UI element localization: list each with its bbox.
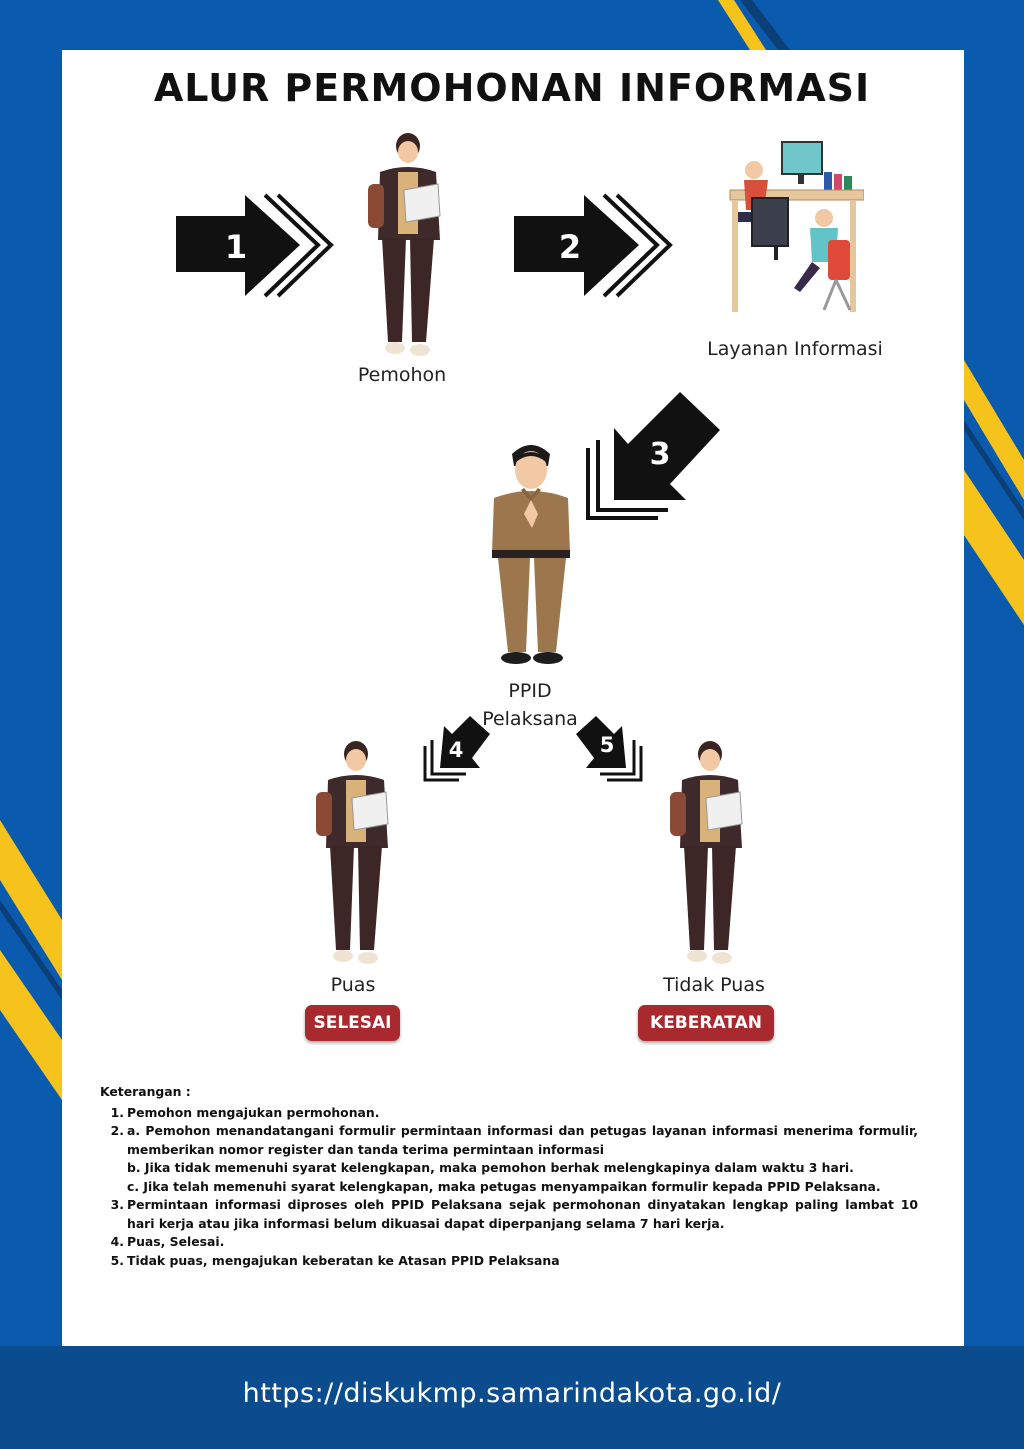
note-text-3: Permintaan informasi diproses oleh PPID … [127, 1197, 918, 1231]
note-item-2c: c. Jika telah memenuhi syarat kelengkapa… [100, 1178, 918, 1197]
tidak-puas-figure [670, 741, 743, 964]
page-title: ALUR PERMOHONAN INFORMASI [153, 66, 871, 110]
note-item-2b: b. Jika tidak memenuhi syarat kelengkapa… [100, 1159, 918, 1178]
note-text-4: Puas, Selesai. [127, 1234, 225, 1249]
selesai-badge: SELESAI [305, 1005, 400, 1041]
ppid-label-line1: PPID [508, 680, 552, 702]
note-text-2b: b. Jika tidak memenuhi syarat kelengkapa… [127, 1160, 854, 1175]
note-text-2a: a. Pemohon menandatangani formulir permi… [127, 1123, 918, 1157]
note-text-2c: c. Jika telah memenuhi syarat kelengkapa… [127, 1178, 881, 1194]
note-item-1: 1.Pemohon mengajukan permohonan. [100, 1104, 918, 1123]
note-text-5: Tidak puas, mengajukan keberatan ke Atas… [127, 1252, 560, 1268]
note-item-4: 4.Puas, Selesai. [100, 1233, 918, 1252]
note-item-2a: 2.a. Pemohon menandatangani formulir per… [100, 1122, 918, 1159]
notes-section: Keterangan : 1.Pemohon mengajukan permoh… [100, 1083, 918, 1270]
footer-bar [0, 1346, 1024, 1449]
layanan-label: Layanan Informasi [707, 338, 883, 360]
keberatan-badge: KEBERATAN [638, 1005, 774, 1041]
puas-figure [316, 741, 389, 964]
tidak-puas-label: Tidak Puas [663, 974, 765, 996]
notes-heading: Keterangan : [100, 1084, 191, 1099]
note-item-5: 5.Tidak puas, mengajukan keberatan ke At… [100, 1252, 918, 1271]
note-text-1: Pemohon mengajukan permohonan. [127, 1104, 380, 1120]
footer-url[interactable]: https://diskukmp.samarindakota.go.id/ [242, 1378, 782, 1409]
ppid-label-line2: Pelaksana [482, 708, 578, 730]
layanan-scene [729, 141, 864, 312]
pemohon-figure [368, 133, 441, 356]
ppid-figure [492, 445, 570, 664]
note-item-3: 3.Permintaan informasi diproses oleh PPI… [100, 1196, 918, 1233]
pemohon-label: Pemohon [357, 364, 447, 386]
puas-label: Puas [330, 974, 376, 996]
